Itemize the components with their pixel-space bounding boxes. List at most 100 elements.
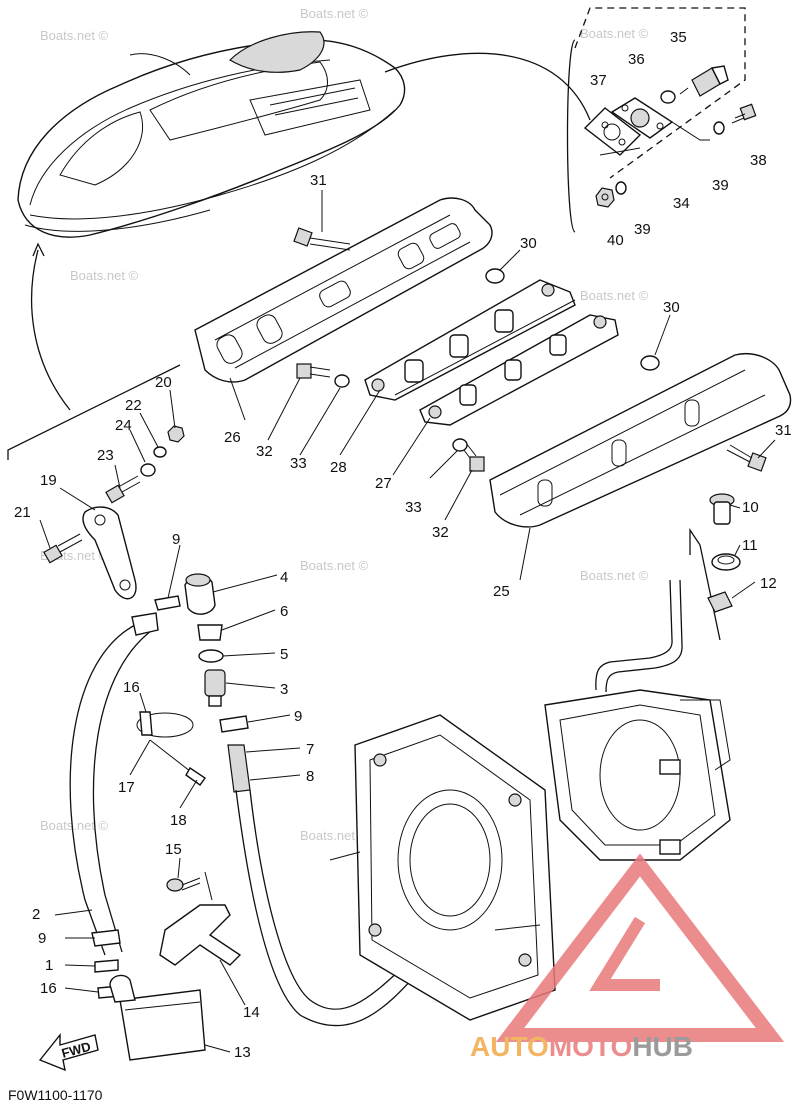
callout-26: 25 [493, 583, 510, 600]
part-33-washer [452, 438, 468, 452]
callout-10: 10 [742, 499, 759, 516]
part-31-bolt [293, 227, 351, 251]
part-12-clamp [707, 591, 733, 613]
part-19-tie [149, 739, 196, 776]
callout-37: 37 [590, 72, 607, 89]
callout-8: 8 [306, 768, 314, 785]
part-32-bolt [459, 442, 485, 472]
leader-line [689, 527, 701, 555]
dashed-group-box [574, 7, 746, 179]
part-36-o-ring [660, 90, 676, 104]
part-39-washer [713, 121, 725, 135]
part-13-tank [109, 974, 206, 1061]
leader-line [699, 544, 721, 641]
part-24-bolt [105, 475, 141, 504]
part-40-nut [595, 187, 615, 208]
callout-17: 16 [123, 679, 140, 696]
callout-9: 9 [294, 708, 302, 725]
watermark: Boats.net © [300, 6, 369, 21]
part-8-hose [235, 789, 471, 1027]
callout-34: 34 [673, 195, 690, 212]
watermark: Boats.net © [40, 818, 109, 833]
bracket-line [7, 364, 181, 460]
callout-12: 12 [760, 575, 777, 592]
engine-block [329, 714, 556, 1021]
leader-lines [39, 190, 776, 1053]
callout-28: 27 [375, 475, 392, 492]
callout-11: 11 [742, 537, 758, 554]
part-22-bolt [43, 533, 83, 564]
drain-pipe [595, 579, 673, 691]
part-10-plug [709, 493, 735, 525]
fwd-label: FWD [60, 1039, 92, 1061]
watermark: Boats.net © [70, 268, 139, 283]
exhaust-housing [544, 689, 731, 861]
part-9-clamp [91, 929, 121, 947]
part-39-washer [615, 181, 627, 195]
part-15-screw [166, 871, 213, 901]
part-19-clip [185, 767, 206, 786]
callout-2: 2 [32, 906, 40, 923]
part-1-band [94, 959, 119, 973]
part-27-cover [194, 197, 493, 383]
watermark: Boats.net © [580, 288, 649, 303]
callout-23: 22 [125, 397, 142, 414]
leader-curve [384, 52, 591, 121]
logo-text: AUTOMOTOHUB [470, 1031, 693, 1062]
watermark: Boats.net © [580, 568, 649, 583]
part-37-gasket [583, 107, 642, 156]
part-3-check-valve [204, 669, 226, 707]
callout-22: 21 [14, 504, 31, 521]
part-21-nut [167, 425, 185, 443]
callout-20: 19 [40, 472, 57, 489]
callout-21: 20 [155, 374, 172, 391]
part-33-washer [334, 374, 350, 388]
leader-curve [31, 249, 71, 411]
callout-9: 9 [38, 930, 46, 947]
part-26-cover [489, 353, 792, 528]
watermark: Boats.net © [580, 26, 649, 41]
logo-triangle-icon [495, 853, 785, 1042]
callout-40: 40 [607, 232, 624, 249]
bracket-line [566, 39, 576, 233]
part-38-bolt [731, 103, 757, 124]
part-25-washer [140, 463, 156, 477]
drain-pipe [605, 579, 683, 693]
part-30-grommet [640, 355, 660, 371]
part-6-grommet [197, 624, 223, 641]
callout-5: 5 [280, 646, 288, 663]
part-31-bolt [726, 444, 767, 472]
diagram-code: F0W1100-1170 [8, 1087, 103, 1103]
part-30-grommet [485, 268, 505, 284]
part-11-washer [711, 553, 741, 571]
part-29-fuel-rail [364, 279, 576, 401]
callout-33: 33 [290, 455, 307, 472]
arrow-head-icon [32, 242, 45, 257]
part-2-hose [92, 627, 156, 953]
callout-7: 7 [306, 741, 314, 758]
part-23-washer [153, 446, 167, 458]
callout-9: 9 [172, 531, 180, 548]
callout-6: 6 [280, 603, 288, 620]
callout-29: 28 [330, 459, 347, 476]
watermark: Boats.net © [300, 558, 369, 573]
callout-4: 4 [280, 569, 288, 586]
automotohub-logo: AUTOMOTOHUB [470, 853, 785, 1062]
leader-line [599, 121, 710, 156]
callout-16: 16 [40, 980, 57, 997]
callout-19: 18 [170, 812, 187, 829]
callout-36: 36 [628, 51, 645, 68]
callout-31: 31 [775, 422, 792, 439]
watermark: Boats.net © [300, 828, 369, 843]
part-17-band [136, 711, 194, 738]
callout-1: 1 [45, 957, 53, 974]
callout-30: 30 [663, 299, 680, 316]
part-2-hose [69, 624, 136, 956]
callout-32: 32 [256, 443, 273, 460]
logo-auto: AUTO [470, 1031, 549, 1062]
logo-hub: HUB [632, 1031, 693, 1062]
callout-24: 23 [97, 447, 114, 464]
part-4-elbow [184, 573, 216, 615]
